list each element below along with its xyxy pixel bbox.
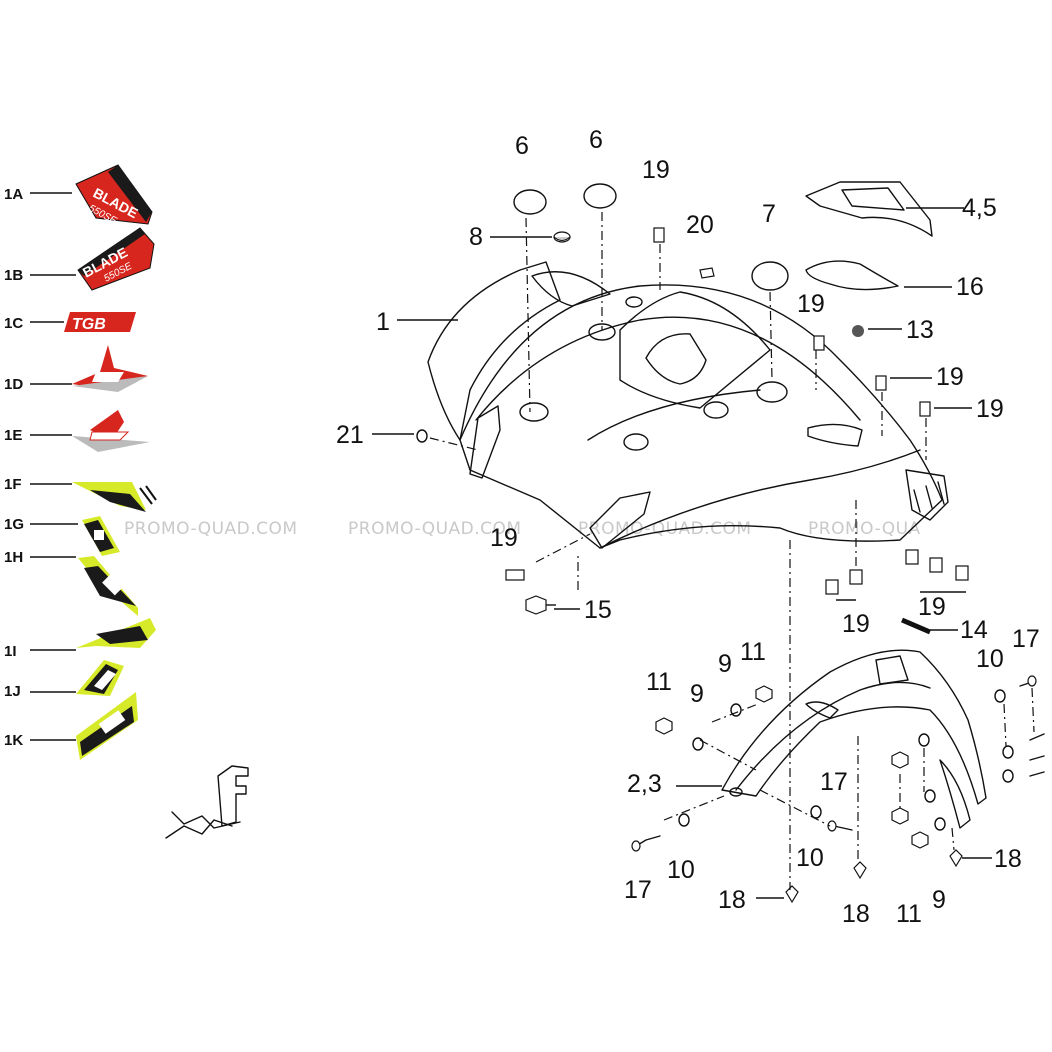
part-label-18-a: 18: [718, 886, 746, 914]
part-label-20: 20: [686, 211, 714, 239]
decal-list: 1A BLADE 550SE 1B BLADE 550SE 1C TGB 1D: [4, 164, 157, 760]
clips-19[interactable]: [505, 227, 969, 595]
part-label-16: 16: [956, 273, 984, 301]
front-fender-body[interactable]: [427, 261, 949, 549]
decal-1j[interactable]: 1J: [4, 660, 124, 700]
part-label-17-a: 17: [1012, 625, 1040, 653]
watermark-4: PROMO-QUA: [808, 519, 921, 539]
part-label-19-c: 19: [936, 363, 964, 391]
decal-label-1e: 1E: [4, 427, 22, 444]
decal-1a[interactable]: 1A BLADE 550SE: [4, 164, 153, 227]
part-label-19-d: 19: [976, 395, 1004, 423]
decal-label-1g: 1G: [4, 516, 24, 533]
part-label-19-top: 19: [642, 156, 670, 184]
part-label-8: 8: [469, 223, 483, 251]
panel-4-5[interactable]: [805, 181, 933, 237]
decal-label-1f: 1F: [4, 476, 22, 493]
decal-label-1b: 1B: [4, 267, 23, 284]
decal-label-1h: 1H: [4, 549, 23, 566]
decal-1i[interactable]: 1I: [4, 618, 156, 660]
part-label-21: 21: [336, 421, 364, 449]
decal-label-1i: 1I: [4, 643, 17, 660]
part-label-11-b: 11: [740, 638, 766, 666]
decal-label-1k: 1K: [4, 732, 23, 749]
gasket-16[interactable]: [805, 260, 899, 291]
part-label-13: 13: [906, 316, 934, 344]
part-label-10-b: 10: [667, 856, 695, 884]
part-label-2-3: 2,3: [627, 770, 662, 798]
assembly-lines: [429, 212, 1035, 890]
part-label-10-c: 10: [796, 844, 824, 872]
decal-1k[interactable]: 1K: [4, 692, 138, 760]
front-direction-marker: F: [165, 765, 251, 839]
decal-label-1d: 1D: [4, 376, 23, 393]
decal-1h[interactable]: 1H: [4, 549, 138, 616]
decal-1d[interactable]: 1D: [4, 345, 148, 393]
cap-7[interactable]: [751, 261, 789, 291]
strip-14[interactable]: [901, 617, 931, 635]
part-label-15: 15: [584, 596, 612, 624]
decal-label-1a: 1A: [4, 186, 23, 203]
part-label-6-right: 6: [589, 126, 603, 154]
part-label-10-a: 10: [976, 645, 1004, 673]
decal-1g[interactable]: 1G: [4, 516, 120, 556]
leader-lines: [372, 207, 992, 899]
front-marker-letter: F: [250, 799, 251, 801]
decal-label-1j: 1J: [4, 683, 21, 700]
part-label-19-g: 19: [918, 593, 946, 621]
part-label-6-left: 6: [515, 132, 529, 160]
decal-1f[interactable]: 1F: [4, 476, 157, 512]
part-label-9-b: 9: [718, 650, 732, 678]
bolt-15[interactable]: [525, 595, 556, 615]
part-label-19-f: 19: [842, 610, 870, 638]
watermark-2: PROMO-QUAD.COM: [348, 519, 522, 539]
cap-6-left[interactable]: [513, 189, 547, 215]
decal-label-1c: 1C: [4, 315, 23, 332]
decal-1e[interactable]: 1E: [4, 410, 150, 452]
part-label-18-c: 18: [994, 845, 1022, 873]
part-label-7: 7: [762, 200, 776, 228]
decal-1c[interactable]: 1C TGB: [4, 312, 136, 333]
part-label-18-b: 18: [842, 900, 870, 928]
part-label-17-b: 17: [820, 768, 848, 796]
part-label-17-c: 17: [624, 876, 652, 904]
part-label-11-c: 11: [896, 900, 922, 928]
watermark-1: PROMO-QUAD.COM: [124, 519, 298, 539]
part-label-19-e: 19: [490, 524, 518, 552]
part-label-11-a: 11: [646, 668, 672, 696]
part-label-1: 1: [376, 308, 390, 336]
part-labels: 1 6 6 19 20 7 4,5 8 16 19 13 19 19 21 19…: [336, 126, 1040, 928]
plug-8[interactable]: [553, 231, 571, 243]
part-label-9-c: 9: [932, 886, 946, 914]
front-mudguard[interactable]: [721, 649, 987, 829]
part-label-19-b: 19: [797, 290, 825, 318]
nut-20[interactable]: [699, 267, 715, 279]
part-label-14: 14: [960, 616, 988, 644]
grommet-13[interactable]: [852, 325, 864, 337]
cap-6-right[interactable]: [583, 183, 617, 209]
decal-1c-text: TGB: [72, 316, 106, 333]
watermark-3: PROMO-QUAD.COM: [578, 519, 752, 539]
watermark: PROMO-QUAD.COM PROMO-QUAD.COM PROMO-QUAD…: [124, 519, 921, 539]
part-label-9-a: 9: [690, 680, 704, 708]
screw-21[interactable]: [416, 429, 428, 443]
part-label-4-5: 4,5: [962, 194, 997, 222]
decal-1b[interactable]: 1B BLADE 550SE: [4, 227, 155, 291]
